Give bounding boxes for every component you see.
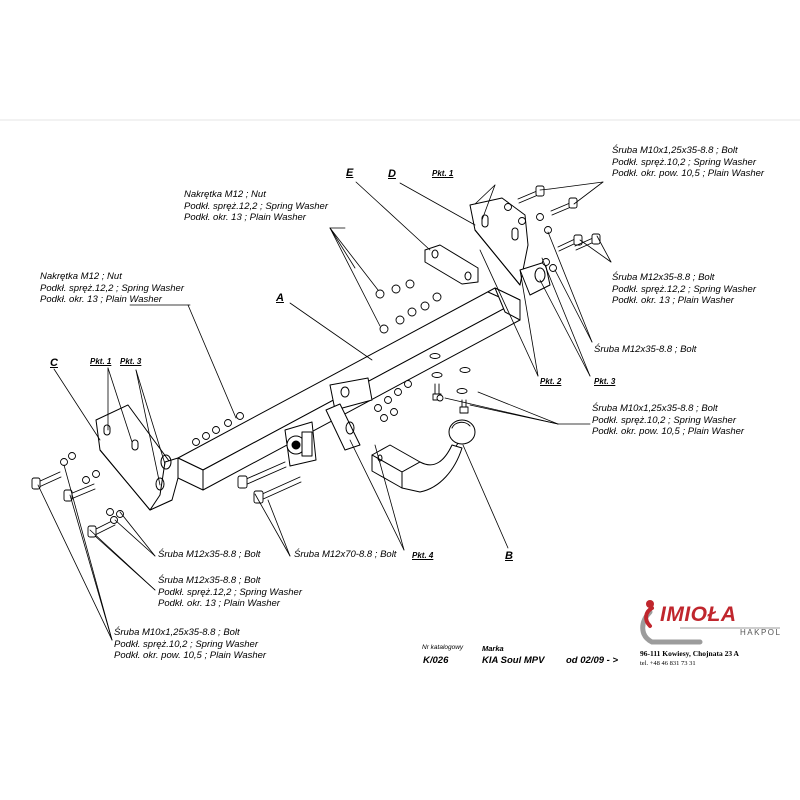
date-from: od 02/09 - > bbox=[566, 655, 619, 666]
long-bolts bbox=[237, 461, 302, 504]
catalog-label: Nr katalogowy bbox=[422, 644, 464, 651]
point-label-2: Pkt. 2 bbox=[540, 377, 562, 386]
part-label-c: C bbox=[50, 357, 58, 369]
make-value: KIA Soul MPV bbox=[482, 655, 545, 666]
callout-bottom-bolt-35: Śruba M12x35-8.8 ; Bolt bbox=[158, 549, 261, 560]
bracket-e bbox=[424, 244, 479, 285]
fasteners bbox=[31, 185, 601, 538]
catalog-number: K/026 bbox=[423, 655, 449, 666]
part-label-e: E bbox=[346, 167, 354, 179]
ball-mount-b bbox=[371, 419, 476, 493]
logo-text: IMIOŁA bbox=[660, 603, 737, 626]
vertical-bolts-center bbox=[429, 353, 471, 414]
nut-group-top-center bbox=[375, 279, 442, 334]
part-label-a: A bbox=[276, 292, 284, 304]
point-label-1-left: Pkt. 1 bbox=[90, 357, 112, 366]
make-label: Marka bbox=[482, 644, 504, 653]
point-label-4: Pkt. 4 bbox=[412, 551, 434, 560]
callout-bottom-bolt-70: Śruba M12x70-8.8 ; Bolt bbox=[294, 549, 397, 560]
bolt-group-bottom-mid bbox=[87, 508, 124, 538]
washer-group-mid bbox=[374, 380, 412, 422]
point-label-1-top: Pkt. 1 bbox=[432, 169, 454, 178]
left-bracket-c bbox=[95, 404, 179, 511]
right-bracket-d bbox=[469, 197, 551, 296]
part-label-b: B bbox=[505, 550, 513, 562]
point-label-3-left: Pkt. 3 bbox=[120, 357, 142, 366]
callout-right-bolt: Śruba M12x35-8.8 ; Bolt bbox=[594, 344, 697, 355]
company-logo bbox=[640, 600, 780, 645]
company-phone: tel. +48 46 831 73 31 bbox=[640, 660, 696, 667]
center-plate bbox=[325, 377, 373, 451]
part-label-d: D bbox=[388, 168, 396, 180]
socket-plate bbox=[284, 421, 317, 467]
bolt-group-top-right bbox=[504, 185, 578, 234]
logo-subtext: HAKPOL bbox=[740, 628, 782, 637]
nut-group-left bbox=[192, 412, 244, 446]
company-address: 96-111 Kowiesy, Chojnata 23 A bbox=[640, 649, 739, 658]
leader-lines bbox=[37, 181, 612, 641]
point-label-3-right: Pkt. 3 bbox=[594, 377, 616, 386]
